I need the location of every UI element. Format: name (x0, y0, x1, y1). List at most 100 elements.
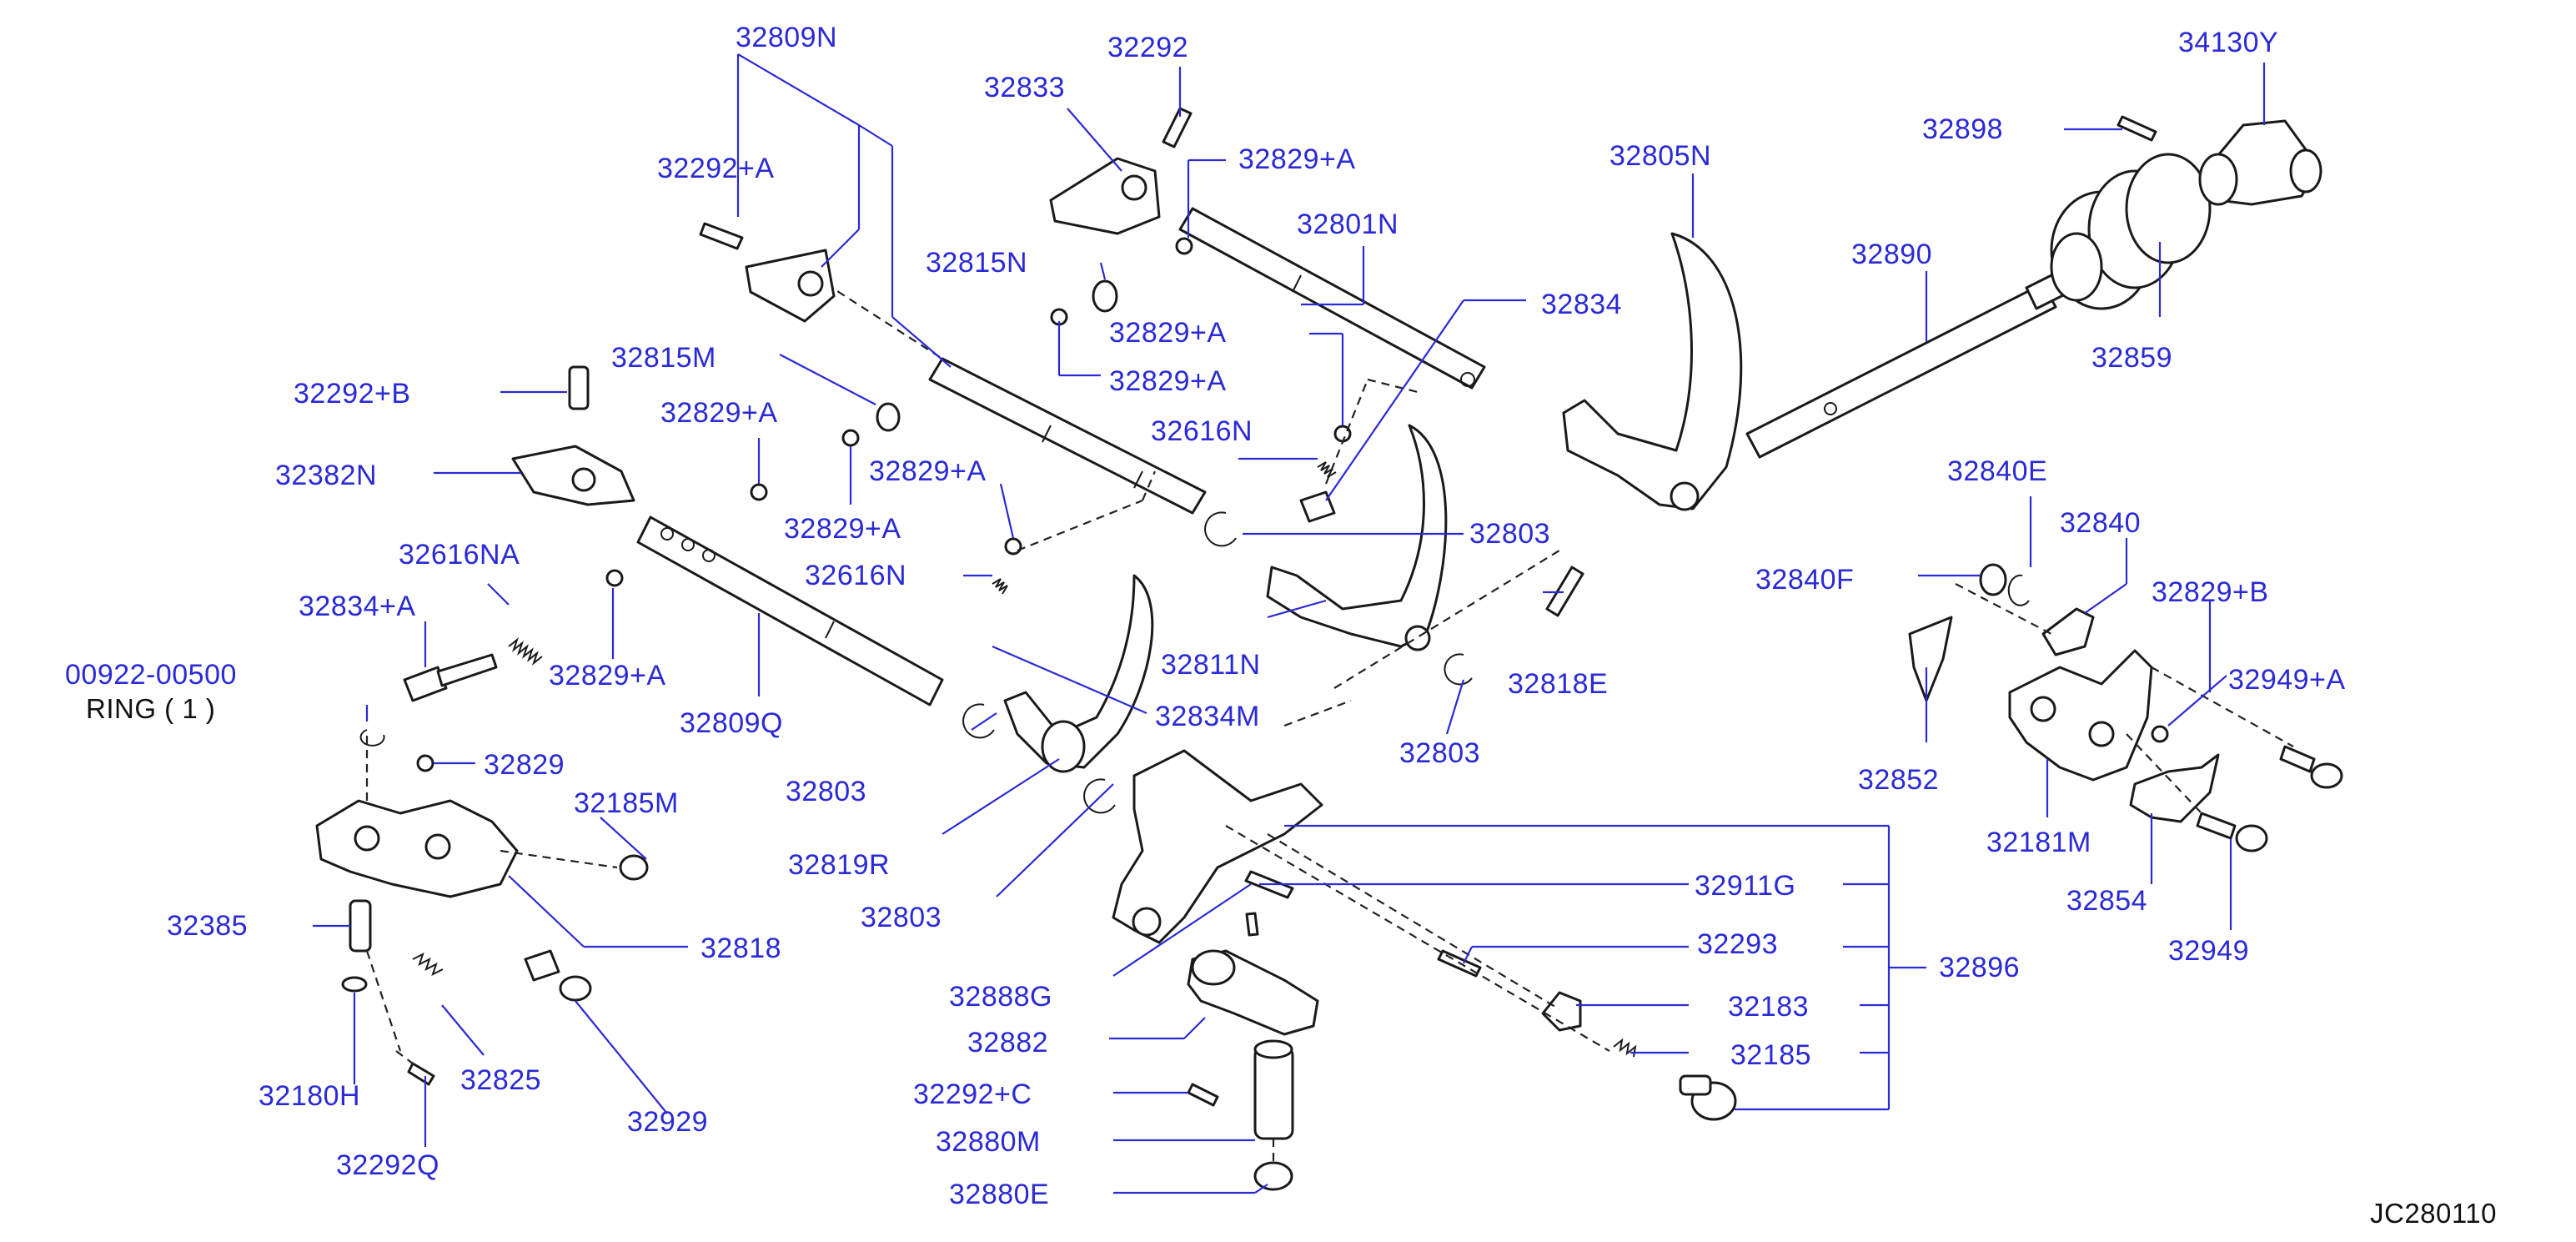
label-32815n: 32815N (926, 247, 1028, 279)
shift-rail-32801n (1178, 207, 1486, 390)
label-32805n: 32805N (1609, 140, 1712, 172)
label-32829: 32829 (484, 749, 565, 781)
label-32834: 32834 (1541, 289, 1623, 320)
rod-32880m (1253, 1039, 1294, 1140)
shift-rail-32809q (636, 515, 944, 706)
label-32803-1: 32803 (1469, 518, 1551, 550)
label-32898: 32898 (1922, 113, 2004, 145)
label-32840f: 32840F (1755, 564, 1855, 596)
label-32803-4: 32803 (861, 902, 942, 933)
diagram-code: JC280110 (2370, 1198, 2498, 1229)
label-32829-a-3: 32829+A (1109, 365, 1227, 397)
spring-32825 (412, 953, 444, 976)
bolt-32949 (2196, 812, 2268, 852)
label-32616na: 32616NA (399, 539, 520, 571)
label-32852: 32852 (1858, 764, 1940, 796)
label-32180h: 32180H (259, 1080, 361, 1112)
label-32829-a-4: 32829+A (660, 397, 778, 429)
label-32809n: 32809N (736, 22, 838, 53)
label-32829-a-5: 32829+A (869, 455, 987, 487)
label-32292: 32292 (1107, 32, 1189, 63)
label-32882: 32882 (967, 1027, 1049, 1058)
label-32880e: 32880E (949, 1179, 1050, 1210)
label-32185: 32185 (1730, 1039, 1812, 1071)
label-32382n: 32382N (275, 460, 378, 491)
spring-32185 (1613, 1038, 1637, 1058)
label-32829-a-7: 32829+A (549, 660, 666, 691)
ring-00922 (359, 729, 385, 747)
assembly-guides (365, 378, 2294, 1164)
pin-32292q (407, 1062, 435, 1086)
label-32859: 32859 (2091, 342, 2173, 374)
label-32890: 32890 (1851, 239, 1933, 270)
label-32292-b: 32292+B (294, 378, 411, 410)
label-32183: 32183 (1728, 991, 1810, 1023)
label-32829-b: 32829+B (2152, 576, 2269, 608)
plunger-32185-end (1679, 1074, 1737, 1121)
plate-32183 (1541, 991, 1582, 1032)
label-32834m: 32834M (1155, 701, 1260, 732)
label-32949: 32949 (2168, 935, 2250, 967)
label-32840e: 32840E (1947, 455, 2048, 487)
label-32896: 32896 (1939, 952, 2021, 983)
pin-32898 (2117, 115, 2157, 142)
label-32815m: 32815M (611, 342, 716, 374)
shift-fork-32819r (1003, 574, 1154, 773)
label-32819r: 32819R (788, 849, 891, 881)
shift-fork-32805n (1562, 232, 1743, 511)
cap-32880e (1253, 1161, 1293, 1191)
plug-32815n (1092, 279, 1118, 313)
label-32181m: 32181M (1986, 827, 2091, 858)
label-32911g: 32911G (1695, 870, 1796, 902)
spring-32616n-lower (992, 578, 1008, 595)
label-32811n: 32811N (1161, 649, 1261, 681)
pin-32911g (1244, 870, 1294, 937)
plug-32185m (619, 854, 649, 881)
label-32888g: 32888G (949, 981, 1052, 1013)
bracket-32181m (2008, 649, 2153, 782)
label-32829-a-2: 32829+A (1109, 317, 1227, 349)
label-32803-2: 32803 (1399, 737, 1481, 769)
spring-32616na (508, 637, 543, 666)
label-32833: 32833 (984, 72, 1066, 103)
label-32385: 32385 (167, 910, 249, 942)
shift-lever-32888g (1112, 749, 1323, 944)
pin-32292 (1162, 107, 1193, 148)
label-34130y: 34130Y (2178, 27, 2279, 58)
pin-32818e (1545, 566, 1584, 617)
label-32854: 32854 (2066, 885, 2148, 917)
label-32829-a-1: 32829+A (1238, 143, 1356, 175)
lever-assembly-32818 (315, 799, 519, 898)
label-32185m: 32185M (574, 787, 679, 819)
plug-32840f (1979, 563, 2007, 596)
label-32825: 32825 (460, 1064, 542, 1096)
label-00922-00500: 00922-00500 (65, 659, 237, 691)
spring-32616n-upper (1317, 461, 1337, 478)
label-32616n-2: 32616N (805, 560, 907, 591)
pin-32292-c (1187, 1083, 1219, 1107)
label-32834-a: 32834+A (299, 591, 416, 622)
clip-32852 (1908, 616, 1953, 702)
shift-rail-32809n (825, 283, 1207, 515)
label-32949-a: 32949+A (2228, 664, 2346, 696)
bolt-32929 (524, 949, 592, 1002)
label-32929: 32929 (627, 1106, 709, 1138)
label-32292-c: 32292+C (913, 1079, 1032, 1110)
shift-lug-32382n (511, 445, 635, 506)
plug-32815m (876, 402, 901, 432)
snap-rings-32803 (962, 511, 1473, 814)
arm-32882 (1187, 949, 1319, 1036)
detent-balls (416, 237, 2169, 772)
label-32818: 32818 (700, 933, 782, 964)
label-32803-3: 32803 (786, 776, 867, 807)
washer-32180h (341, 976, 368, 993)
label-32818e: 32818E (1508, 668, 1609, 700)
ring-32840e (2007, 574, 2030, 606)
leader-lines (313, 53, 2266, 1194)
shift-lug-32833 (1049, 157, 1161, 235)
label-32840: 32840 (2060, 507, 2142, 539)
label-32292q: 32292Q (336, 1149, 439, 1181)
shift-lug-32809n (745, 249, 836, 323)
